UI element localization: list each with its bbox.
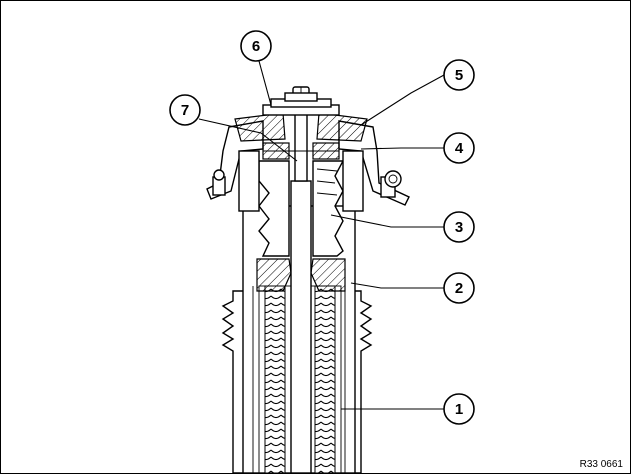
callout-3-label: 3 [455,219,463,236]
callout-2-label: 2 [455,280,463,297]
callout-3: 3 [443,211,475,243]
callout-6-label: 6 [252,38,260,55]
callout-1: 1 [443,393,475,425]
callout-4: 4 [443,132,475,164]
support-bearing [234,104,368,142]
thrust-washer [262,142,340,160]
callout-4-label: 4 [455,140,464,157]
callout-7-label: 7 [181,102,189,119]
callout-6: 6 [240,30,272,62]
top-nut [270,92,332,108]
callout-2: 2 [443,272,475,304]
leader-lines [198,60,445,410]
piston-rod [290,86,312,473]
mounting-studs [212,169,402,198]
callout-7: 7 [169,94,201,126]
bump-stop [258,160,345,257]
callout-1-label: 1 [455,401,463,418]
callout-5-label: 5 [455,67,463,84]
reference-code: R33 0661 [580,459,624,470]
callout-5: 5 [443,59,475,91]
